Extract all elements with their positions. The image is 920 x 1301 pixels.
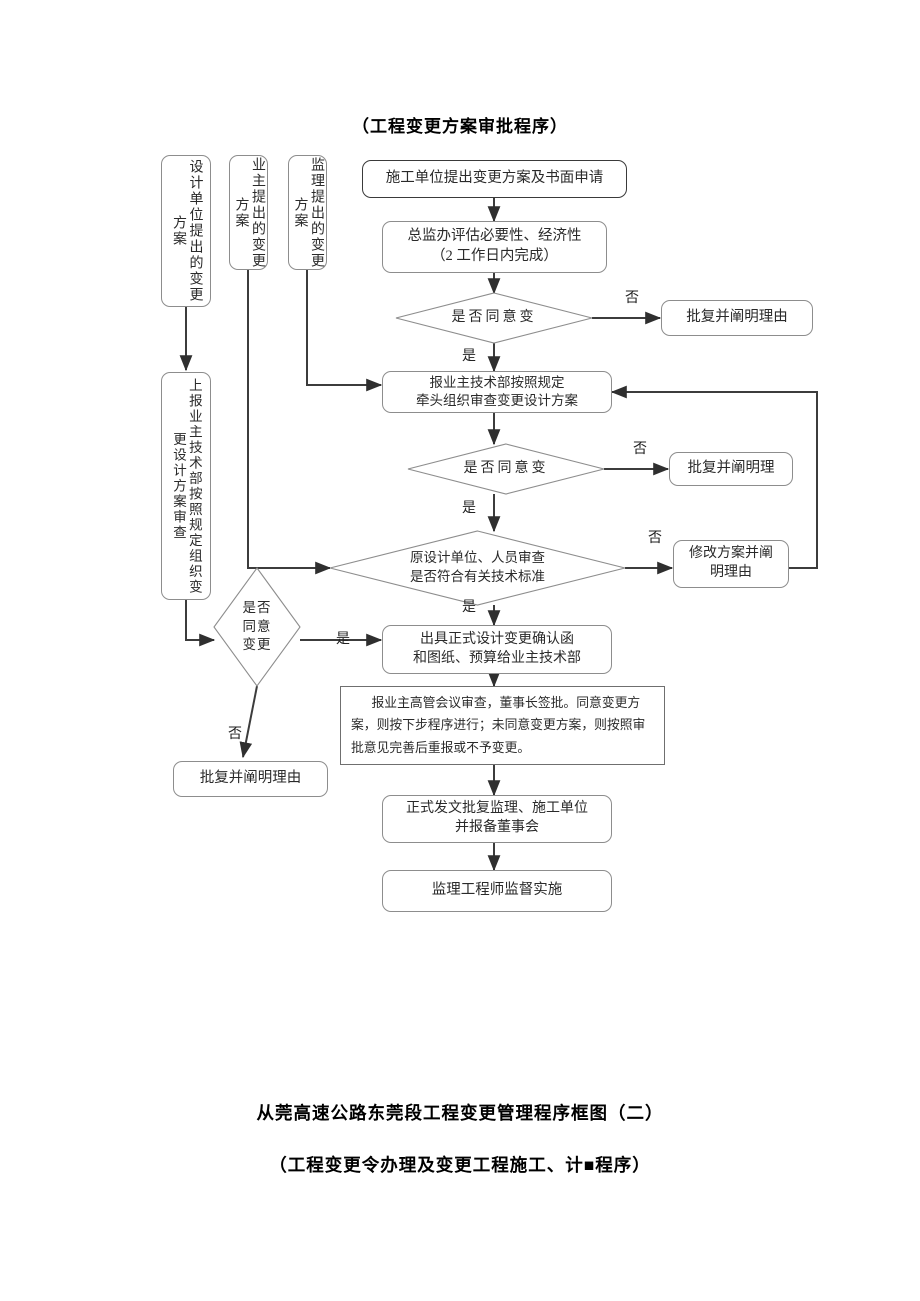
edge-label-no-3: 否 — [648, 531, 662, 546]
node-reply-reason-2-label: 批复并阐明理 — [687, 460, 775, 477]
node-board-review-label: 报业主高管会议审查，董事长签批。同意变更方案，则按下步程序进行；未同意变更方案，… — [351, 696, 646, 755]
node-chief-eval[interactable]: 总监办评估必要性、经济性 （2 工作日内完成） — [382, 221, 607, 273]
edge-label-yes-left: 是 — [336, 632, 350, 647]
edge-label-no-1: 否 — [625, 291, 639, 306]
edge-label-yes-2: 是 — [462, 501, 476, 516]
node-left-report-tech-label: 上报业主技术部按照规定组织变更设计方案审查 — [171, 377, 202, 595]
node-report-tech-label: 报业主技术部按照规定 牵头组织审查变更设计方案 — [416, 374, 578, 408]
node-chief-eval-label: 总监办评估必要性、经济性 （2 工作日内完成） — [407, 228, 582, 264]
node-source-owner-label: 业主提出的变更方案 — [233, 156, 266, 269]
node-report-tech[interactable]: 报业主技术部按照规定 牵头组织审查变更设计方案 — [382, 371, 612, 413]
page-title-top: （工程变更方案审批程序） — [352, 117, 568, 136]
node-source-supervisor[interactable]: 监理提出的变更方案 — [288, 155, 327, 270]
page-title-bottom-1: 从莞高速公路东莞段工程变更管理程序框图（二） — [256, 1103, 664, 1123]
node-modify-plan[interactable]: 修改方案并阐 明理由 — [673, 540, 789, 588]
node-contractor-apply[interactable]: 施工单位提出变更方案及书面申请 — [362, 160, 627, 198]
node-supervise-label: 监理工程师监督实施 — [431, 882, 563, 899]
decision-agree-change-left-label: 是否 同意 变更 — [242, 599, 272, 653]
node-reply-reason-1[interactable]: 批复并阐明理由 — [661, 300, 813, 336]
decision-agree-change-left[interactable]: 是否 同意 变更 — [213, 567, 301, 687]
decision-standard-check-label: 原设计单位、人员审查 是否符合有关技术标准 — [410, 550, 545, 584]
edge-label-yes-1: 是 — [462, 349, 476, 364]
edge-label-no-2: 否 — [633, 442, 647, 457]
node-issue-confirm-label: 出具正式设计变更确认函 和图纸、预算给业主技术部 — [413, 631, 581, 666]
decision-agree-change-2-label: 是否同意变 — [463, 461, 549, 477]
node-issue-confirm[interactable]: 出具正式设计变更确认函 和图纸、预算给业主技术部 — [382, 625, 612, 674]
decision-agree-change-1[interactable]: 是否同意变 — [395, 292, 593, 344]
node-reply-reason-2[interactable]: 批复并阐明理 — [669, 452, 793, 486]
decision-agree-change-2[interactable]: 是否同意变 — [407, 443, 605, 495]
node-modify-plan-label: 修改方案并阐 明理由 — [689, 546, 773, 580]
edge-label-no-left: 否 — [228, 727, 242, 742]
decision-agree-change-1-label: 是否同意变 — [451, 310, 537, 326]
node-official-reply[interactable]: 正式发文批复监理、施工单位 并报备董事会 — [382, 795, 612, 843]
node-reply-reason-left[interactable]: 批复并阐明理由 — [173, 761, 328, 797]
node-official-reply-label: 正式发文批复监理、施工单位 并报备董事会 — [406, 801, 588, 835]
node-source-owner[interactable]: 业主提出的变更方案 — [229, 155, 268, 270]
node-reply-reason-left-label: 批复并阐明理由 — [199, 770, 302, 787]
edge-label-yes-3: 是 — [462, 600, 476, 615]
page-title-bottom-2: （工程变更令办理及变更工程施工、计■程序） — [269, 1155, 651, 1175]
node-source-supervisor-label: 监理提出的变更方案 — [292, 156, 325, 269]
node-left-report-tech[interactable]: 上报业主技术部按照规定组织变更设计方案审查 — [161, 372, 211, 600]
node-supervise[interactable]: 监理工程师监督实施 — [382, 870, 612, 912]
node-board-review[interactable]: 报业主高管会议审查，董事长签批。同意变更方案，则按下步程序进行；未同意变更方案，… — [340, 686, 665, 765]
node-reply-reason-1-label: 批复并阐明理由 — [686, 309, 788, 326]
node-contractor-apply-label: 施工单位提出变更方案及书面申请 — [385, 170, 604, 187]
node-source-design[interactable]: 设计单位提出的变更方案 — [161, 155, 211, 307]
node-source-design-label: 设计单位提出的变更方案 — [171, 159, 203, 303]
decision-standard-check[interactable]: 原设计单位、人员审查 是否符合有关技术标准 — [329, 530, 626, 606]
